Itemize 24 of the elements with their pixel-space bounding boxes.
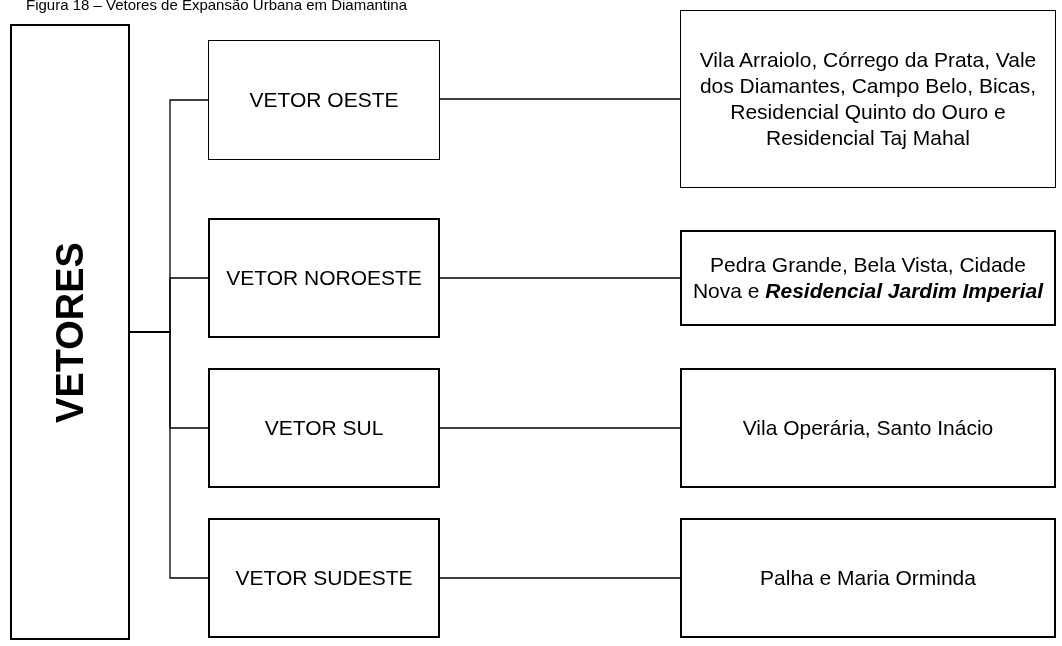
vector-box [208,518,440,638]
connector-line [439,98,681,100]
vector-box [208,218,440,338]
connector-line [439,277,681,279]
neighborhood-box [680,518,1056,638]
box-text: VETOR NOROESTE [226,265,422,291]
neighborhood-box [680,10,1056,188]
box-text: Pedra Grande, Bela Vista, Cidade Nova e Residencial Jardim Imperial [691,252,1045,304]
box-text: Vila Operária, Santo Inácio [742,415,994,441]
box-text: Vila Arraiolo, Córrego da Prata, Vale dos Diamantes, Campo Belo, Bicas, Residencial Quinto do Ouro e Residencial Taj Mahal [698,47,1038,151]
box-text: VETOR SUDESTE [235,565,413,591]
vector-box [208,40,440,160]
neighborhood-box [680,230,1056,326]
connector-line [129,331,209,579]
box-text: VETOR SUL [264,415,384,441]
neighborhood-box [680,368,1056,488]
box-text: VETOR OESTE [249,87,399,113]
figure-title: Figura 18 – Vetores de Expansão Urbana em Diamantina [26,0,408,15]
vector-box [208,368,440,488]
box-text: Palha e Maria Orminda [760,565,976,591]
root-box [10,24,130,640]
connector-line [439,577,681,579]
root-label: VETORES [47,241,92,423]
connector-line [439,427,681,429]
